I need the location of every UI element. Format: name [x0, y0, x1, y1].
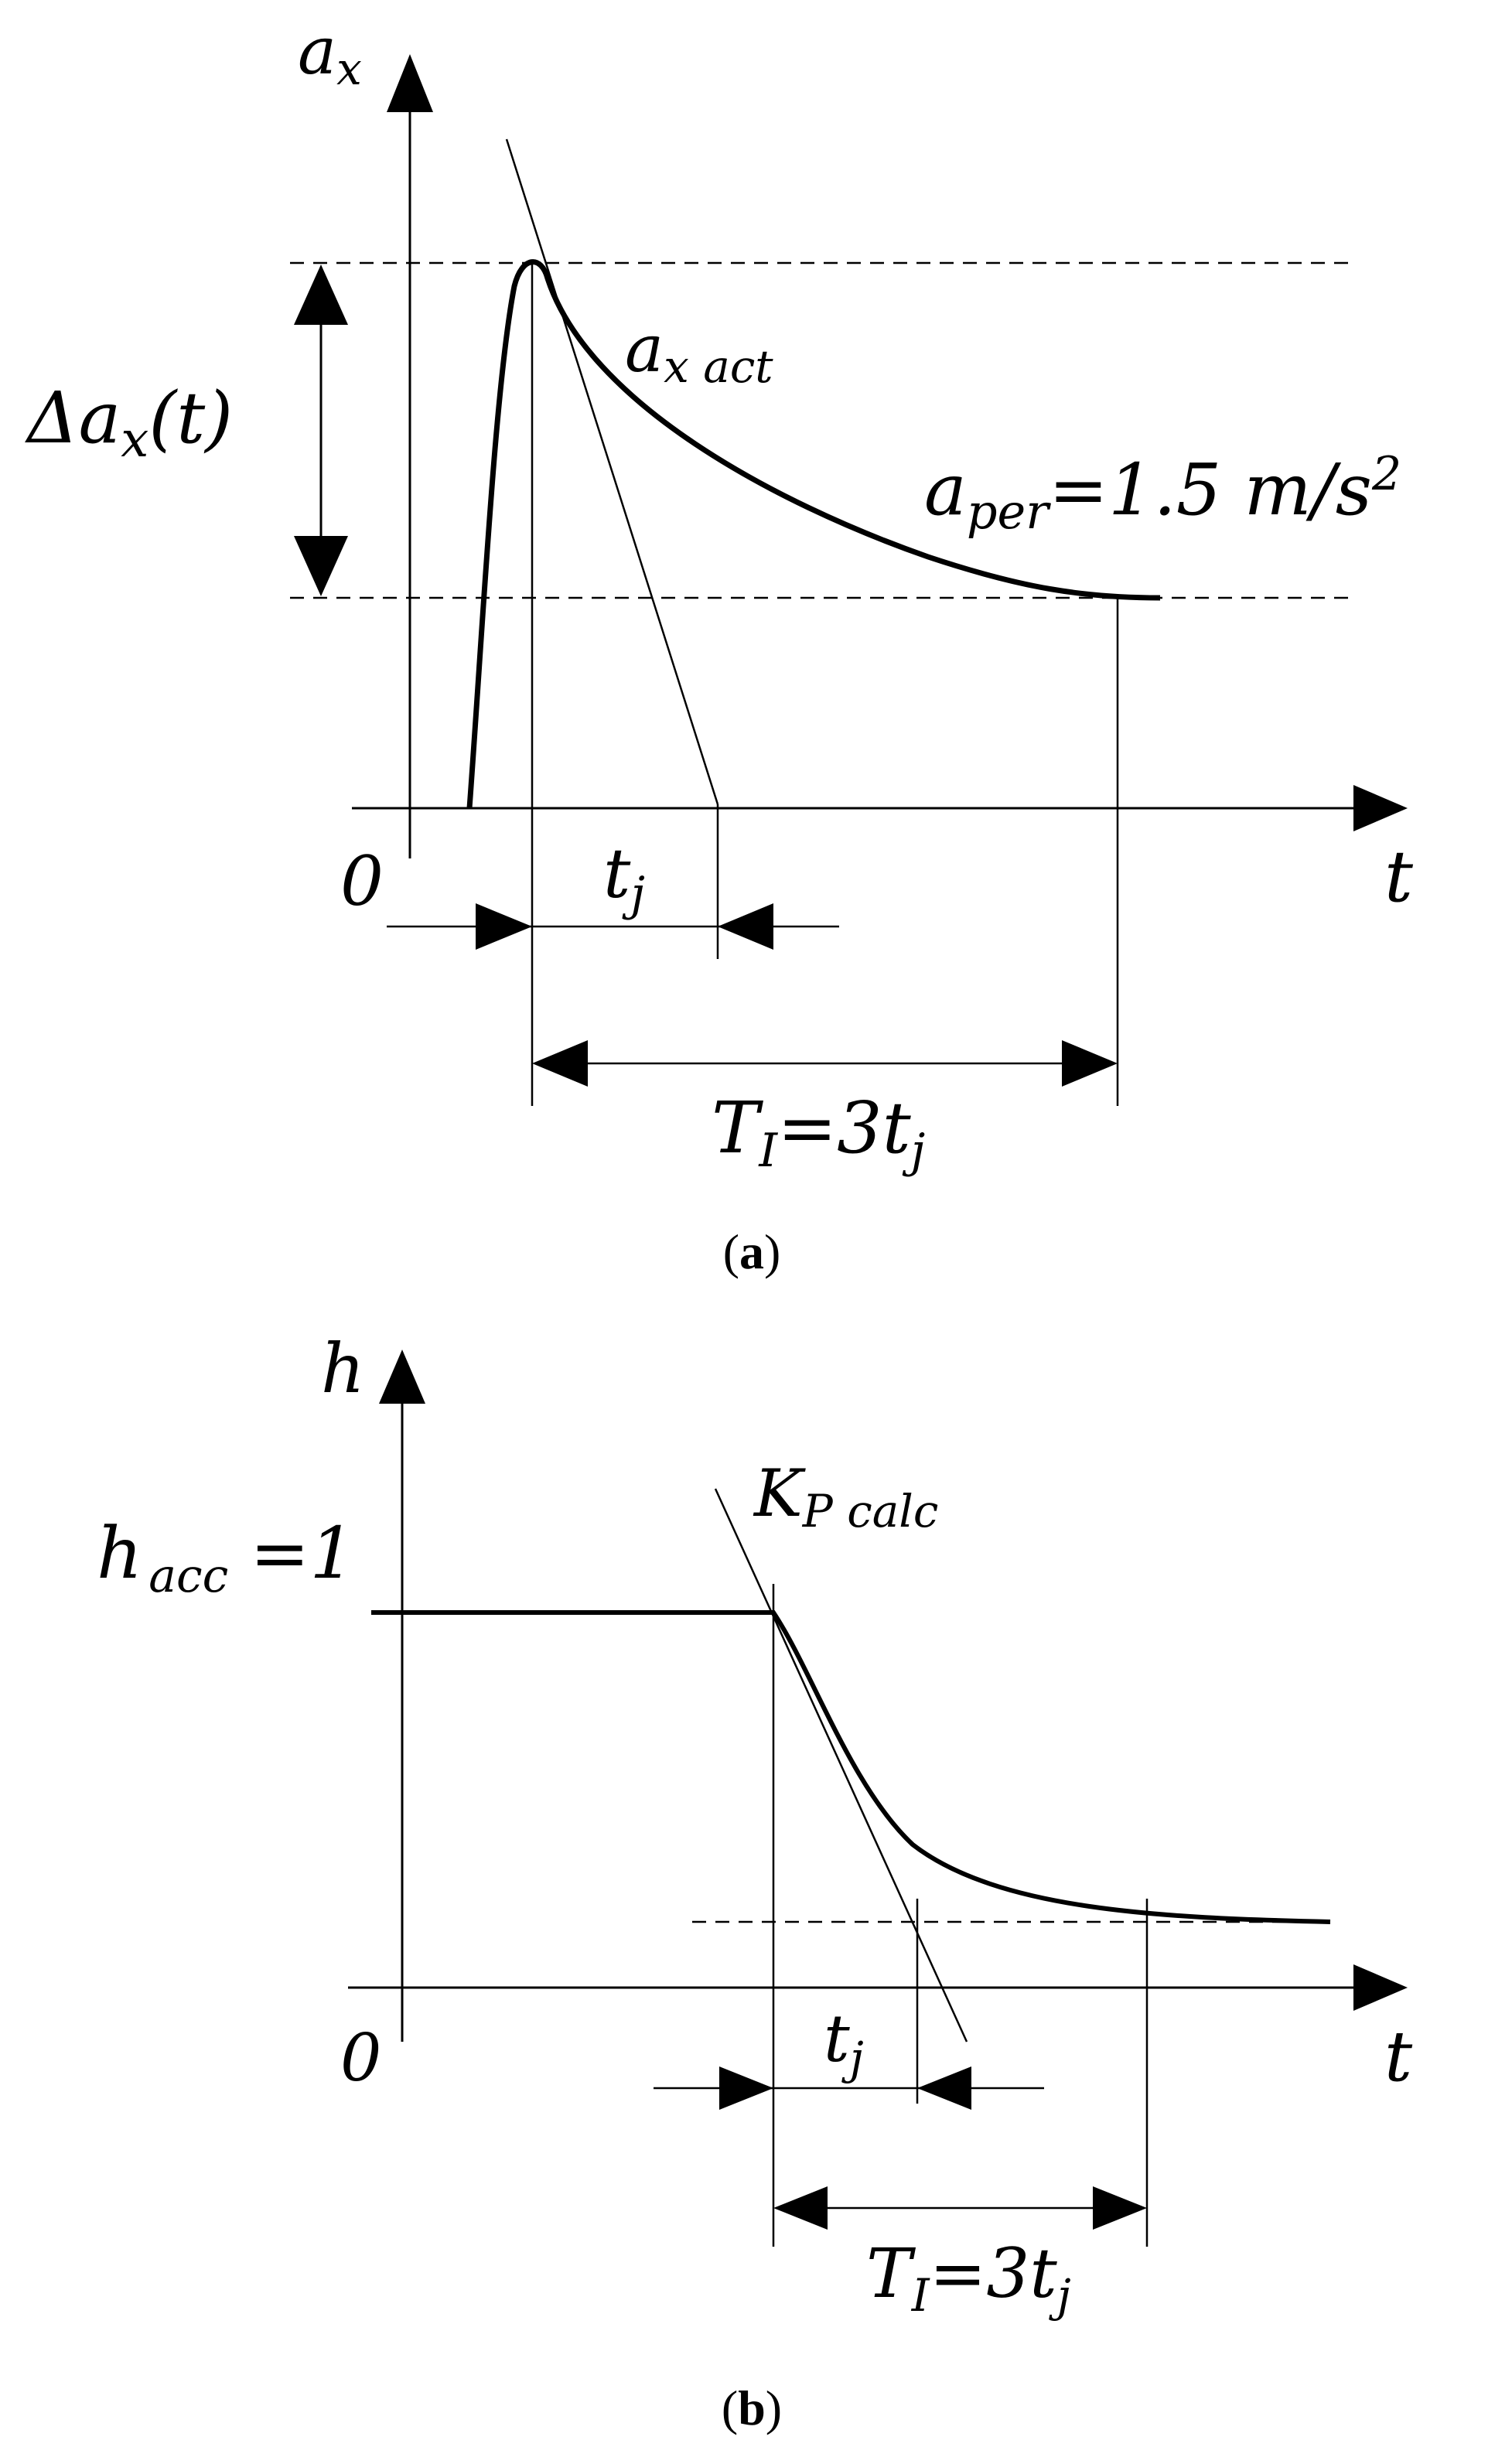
panel-a-y-axis-arrow [387, 54, 433, 112]
panel-a-TI-dimension [532, 1040, 1118, 1087]
panel-b-y-axis-label: h [321, 1329, 365, 1408]
panel-a-origin-label: 0 [340, 841, 384, 921]
panel-a-caption: (a) [723, 1224, 781, 1279]
panel-a-tj-dimension [387, 903, 839, 950]
panel-a-axes [352, 54, 1408, 858]
panel-b-y-axis-arrow [379, 1350, 425, 1404]
panel-a: ax Δax(t) ax act aper=1.5 m/s2 0 t tj TI… [25, 13, 1414, 1279]
panel-b-tj-dimension [654, 2066, 1044, 2110]
panel-a-tangent-line [505, 138, 719, 805]
panel-b-t-axis-label: t [1384, 2016, 1413, 2097]
panel-b-t-axis-arrow [1353, 1964, 1408, 2011]
panel-a-curve-label: ax act [625, 311, 773, 393]
panel-b-tj-label: tj [824, 2001, 864, 2084]
panel-a-per-label: aper=1.5 m/s2 [924, 447, 1401, 540]
panel-b-TI-label: TI=3tj [866, 2234, 1071, 2322]
panel-a-y-axis-label: ax [298, 13, 362, 95]
panel-a-t-axis-label: t [1384, 835, 1414, 918]
panel-b-tangent-line [714, 1488, 968, 2043]
panel-a-TI-label: TI=3tj [712, 1087, 925, 1178]
panel-a-delta-arrow [294, 264, 348, 596]
panel-a-delta-label: Δax(t) [25, 377, 233, 469]
panel-a-tj-label: tj [603, 834, 645, 921]
panel-b-caption: (b) [722, 2380, 782, 2435]
panel-a-t-axis-arrow [1353, 785, 1408, 831]
panel-b-kp-label: KP calc [753, 1456, 938, 1537]
panel-b-TI-dimension [773, 2186, 1147, 2230]
panel-b-axes [348, 1350, 1408, 2042]
panel-b-origin-label: 0 [340, 2020, 381, 2096]
panel-a-response-curve [466, 259, 1161, 809]
panel-b-h-curve [371, 1610, 1331, 1924]
